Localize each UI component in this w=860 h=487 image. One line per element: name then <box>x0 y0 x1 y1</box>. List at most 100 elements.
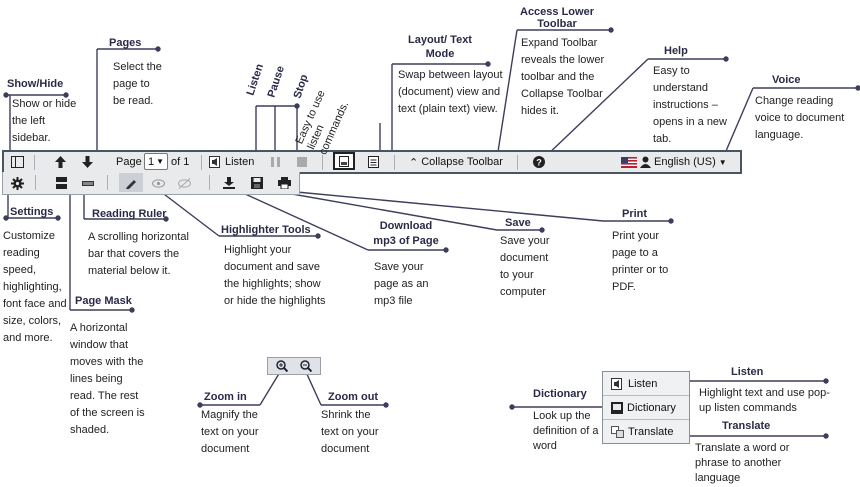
voice-icon <box>640 156 651 168</box>
lower-toolbar <box>2 172 300 195</box>
page-label-text: Page <box>116 156 142 168</box>
show-highlights-button[interactable] <box>150 175 166 191</box>
voice-language-label: English (US) <box>654 156 716 168</box>
settings-title: Settings <box>10 206 54 218</box>
collapse-toolbar-button[interactable]: ⌃ Collapse Toolbar <box>409 154 503 170</box>
page-select[interactable]: 1▼ <box>144 153 168 170</box>
main-toolbar: Page 1▼ of 1 Listen ⌃ Collapse Toolbar ?… <box>2 150 742 174</box>
print-icon <box>277 177 291 189</box>
help-icon: ? <box>533 156 545 168</box>
zoom-out-button[interactable] <box>296 359 316 373</box>
popup-dictionary-label: Dictionary <box>627 401 676 414</box>
reading-ruler-button[interactable] <box>80 175 96 191</box>
zoom-in-desc: Magnify the text on your document <box>201 409 259 455</box>
reading-ruler-icon <box>82 180 94 186</box>
eye-icon <box>151 178 165 188</box>
previous-page-button[interactable] <box>52 154 68 170</box>
stop-title: Stop <box>291 73 311 100</box>
zoom-out-icon <box>300 360 312 372</box>
download-desc: Save your page as an mp3 file <box>374 261 429 307</box>
layout-icon <box>339 155 349 167</box>
chevron-up-icon: ⌃ <box>409 156 419 169</box>
popup-listen-item[interactable]: Listen <box>603 372 689 396</box>
download-icon <box>223 177 235 189</box>
voice-select[interactable]: English (US) ▼ <box>621 154 727 170</box>
layout-desc: Swap between layout (document) view and … <box>398 69 503 115</box>
popup-listen-title: Listen <box>731 366 764 378</box>
help-desc: Easy to understand instructions – opens … <box>653 65 727 145</box>
translate-icon <box>611 425 624 438</box>
flag-icon <box>621 156 637 168</box>
help-button[interactable]: ? <box>531 154 547 170</box>
text-mode-button[interactable] <box>364 154 382 170</box>
book-icon <box>611 401 623 414</box>
page-mask-title: Page Mask <box>75 295 132 307</box>
zoom-in-icon <box>276 360 288 372</box>
hide-highlights-button[interactable] <box>176 175 192 191</box>
settings-button[interactable] <box>9 175 25 191</box>
popup-translate-item[interactable]: Translate <box>603 420 689 443</box>
arrow-down-icon <box>81 156 93 168</box>
sidebar-icon <box>10 156 24 168</box>
save-icon <box>251 177 263 189</box>
gear-icon <box>10 176 24 190</box>
print-button[interactable] <box>276 175 292 191</box>
reading-ruler-title: Reading Ruler <box>92 208 167 220</box>
next-page-button[interactable] <box>79 154 95 170</box>
voice-desc: Change reading voice to document languag… <box>755 95 845 141</box>
svg-text:?: ? <box>536 158 542 168</box>
lower-toolbar-title: Access Lower Toolbar <box>520 6 594 30</box>
print-title: Print <box>622 208 648 220</box>
settings-desc: Customize reading speed, highlighting, f… <box>3 230 67 344</box>
page-of-label: of 1 <box>171 154 189 170</box>
show-hide-desc: Show or hide the left sidebar. <box>12 98 77 144</box>
voice-title: Voice <box>772 74 801 86</box>
chevron-down-icon: ▼ <box>156 157 165 166</box>
pause-button[interactable] <box>268 154 282 170</box>
zoom-in-title: Zoom in <box>204 391 247 403</box>
stop-icon <box>297 157 307 167</box>
pause-title: Pause <box>265 64 288 99</box>
page-label: Page <box>116 154 142 170</box>
reading-ruler-desc: A scrolling horizontal bar that covers t… <box>88 231 189 277</box>
popup-translate-label: Translate <box>628 425 674 438</box>
selection-popup: Listen Dictionary Translate <box>602 371 690 444</box>
print-desc: Print your page to a printer or to PDF. <box>612 230 669 293</box>
zoom-controls <box>267 357 321 375</box>
page-mask-button[interactable] <box>53 175 69 191</box>
speaker-icon <box>209 156 220 168</box>
save-desc: Save your document to your computer <box>500 235 550 298</box>
caret-down-icon: ▼ <box>718 157 727 167</box>
highlighter-button[interactable] <box>119 173 143 192</box>
highlighter-icon <box>126 179 136 189</box>
save-button[interactable] <box>249 175 265 191</box>
show-hide-button[interactable] <box>8 154 26 170</box>
download-mp3-button[interactable] <box>221 175 237 191</box>
eye-slash-icon <box>177 177 191 189</box>
download-title: Download mp3 of Page <box>373 220 439 247</box>
translate-desc: Translate a word or phrase to another la… <box>695 442 790 484</box>
translate-title: Translate <box>722 420 771 432</box>
page-mask-desc: A horizontal window that moves with the … <box>70 322 145 436</box>
zoom-out-title: Zoom out <box>328 391 379 403</box>
layout-mode-button[interactable] <box>333 152 355 170</box>
popup-listen-desc: Highlight text and use pop-up listen com… <box>699 387 830 414</box>
layout-title: Layout/ Text Mode <box>408 34 472 60</box>
lower-toolbar-desc: Expand Toolbar reveals the lower toolbar… <box>521 37 605 117</box>
text-mode-icon <box>367 156 379 168</box>
pages-desc: Select the page to be read. <box>113 61 162 107</box>
zoom-out-desc: Shrink the text on your document <box>321 409 379 455</box>
popup-listen-label: Listen <box>628 377 658 390</box>
page-select-value: 1 <box>147 155 155 168</box>
dictionary-desc: Look up the definition of a word <box>533 410 599 452</box>
listen-button-label: Listen <box>225 156 255 168</box>
stop-button[interactable] <box>295 154 309 170</box>
page-mask-icon <box>55 177 67 189</box>
show-hide-title: Show/Hide <box>7 78 64 90</box>
listen-button[interactable]: Listen <box>209 154 254 170</box>
zoom-in-button[interactable] <box>272 359 292 373</box>
pages-title: Pages <box>109 37 142 49</box>
popup-dictionary-item[interactable]: Dictionary <box>603 396 689 420</box>
speaker-icon <box>611 377 622 390</box>
dictionary-title: Dictionary <box>533 388 587 400</box>
